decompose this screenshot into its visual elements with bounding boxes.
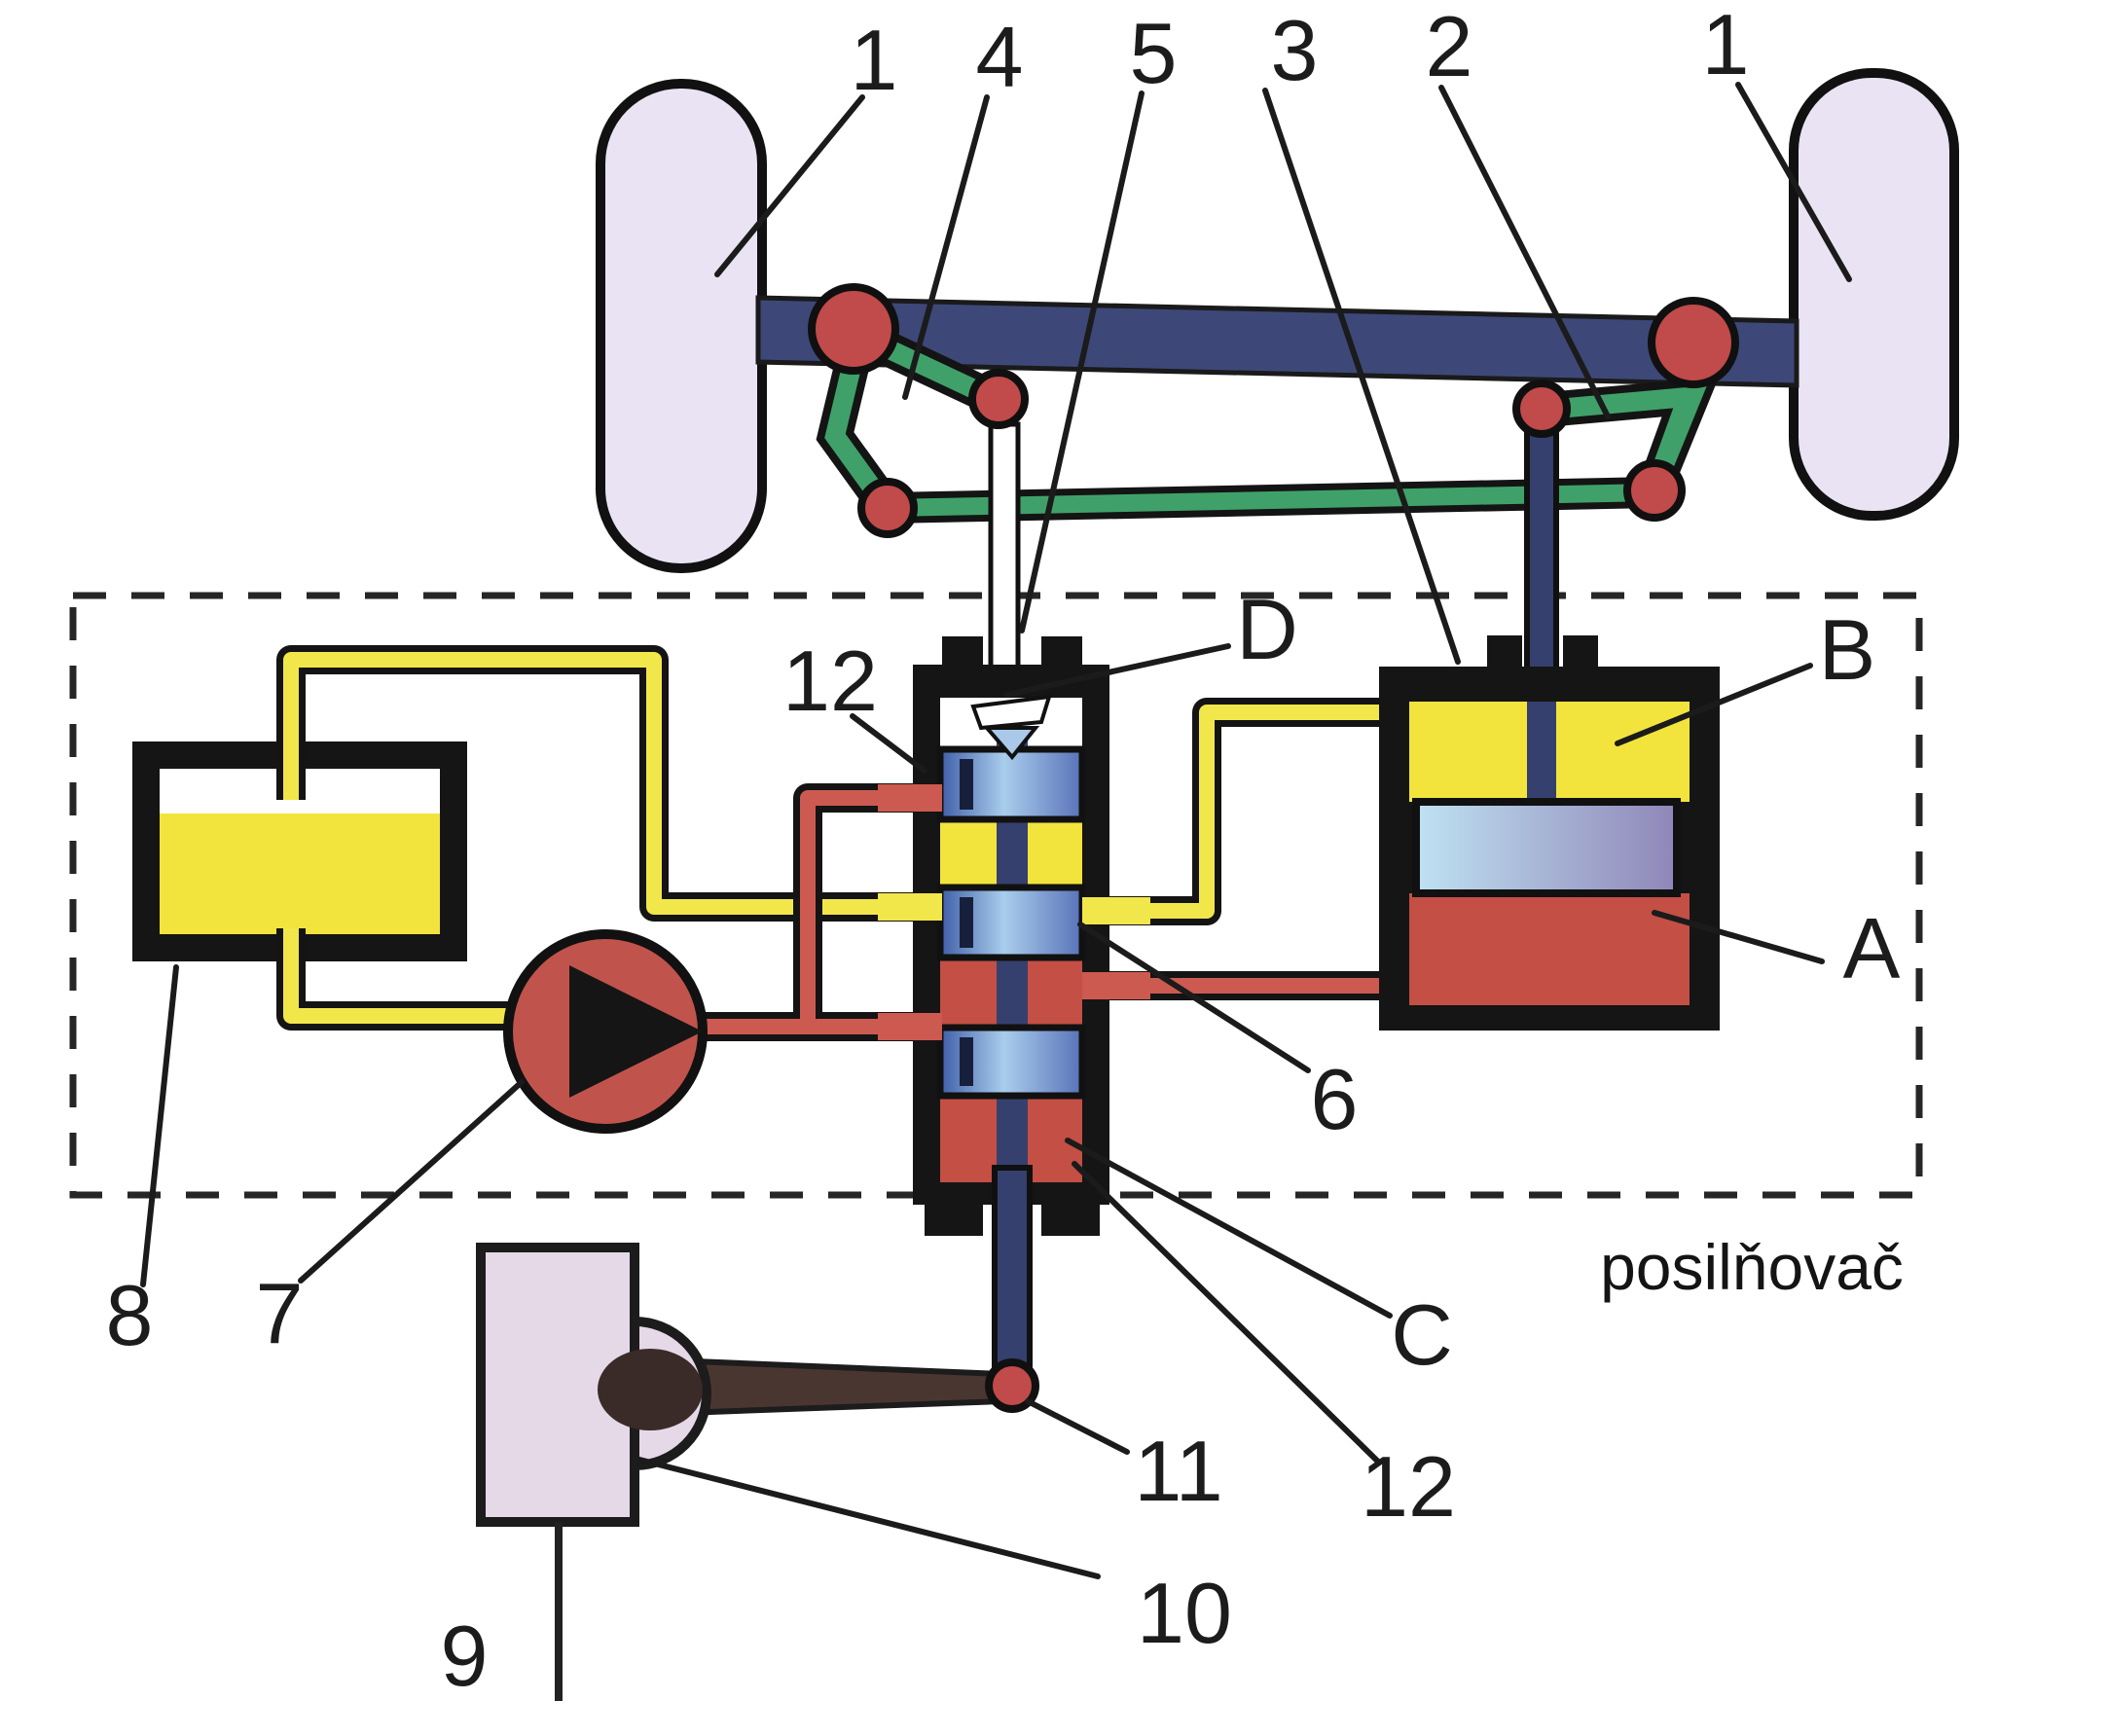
pitman-pivot [598, 1349, 703, 1430]
pump-flow-triangle-icon [569, 965, 703, 1098]
leader-input-rod [1019, 90, 1145, 633]
leader-cylinder [1262, 88, 1461, 665]
spool-land-1-groove [960, 759, 973, 810]
right-axle-joint [1648, 297, 1739, 388]
leader-sleeve-bottom [1072, 1161, 1381, 1465]
leader-sleeve-top [850, 713, 927, 774]
track-rod-right-joint [1623, 459, 1686, 522]
pump [503, 929, 708, 1134]
leader-chamber-d [1003, 643, 1231, 698]
leader-wheel-left [714, 94, 865, 277]
leader-chamber-a [1652, 910, 1825, 964]
spool-land-2-groove [960, 897, 973, 948]
label-chamber-a: A [1843, 900, 1901, 996]
label-sleeve-top: 12 [782, 633, 878, 729]
valve-input-rod [988, 421, 1021, 688]
port-to-chamber-a [1082, 972, 1150, 999]
leader-steering-gear [636, 1457, 1101, 1579]
leader-chamber-b [1615, 663, 1813, 746]
label-pitman-arm: 11 [1134, 1423, 1222, 1519]
piston-rod-inside [1527, 702, 1556, 809]
port-return [878, 893, 942, 921]
valve-top-lug-right [1041, 636, 1082, 669]
piston-rod-joint [1512, 380, 1571, 438]
left-axle-joint [808, 283, 899, 375]
cylinder-piston [1412, 798, 1681, 897]
label-reservoir: 8 [106, 1267, 154, 1363]
leader-lines [140, 82, 1852, 1579]
label-wheel-right: 1 [1702, 0, 1750, 92]
cylinder-chamber-a [1409, 893, 1690, 1005]
label-chamber-b: B [1819, 601, 1876, 698]
port-pressure-lower [878, 1013, 942, 1040]
label-input-rod: 5 [1130, 5, 1178, 101]
spool-land-3-groove [960, 1037, 973, 1086]
power-cylinder [1379, 635, 1720, 1031]
port-pressure-upper [878, 784, 942, 812]
left-wheel [596, 79, 767, 573]
linkage-joints [808, 283, 1739, 538]
label-wheel-left: 1 [851, 12, 898, 108]
axle-beam [755, 295, 1799, 388]
return-pipe [283, 652, 934, 915]
callout-labels: 1 4 5 3 2 1 12 D B A 6 8 7 9 11 10 C 12 … [106, 0, 1904, 1704]
leader-pitman-arm [1025, 1398, 1130, 1455]
label-cylinder: 3 [1271, 2, 1319, 98]
leader-port-6 [1077, 922, 1311, 1073]
reservoir-fluid [160, 814, 440, 934]
spool-top-wedge [982, 726, 1040, 761]
control-valve [878, 636, 1150, 1236]
leader-reservoir [140, 964, 179, 1287]
leader-knuckle-right [1438, 85, 1611, 419]
label-chamber-d: D [1236, 581, 1298, 677]
leader-pump [298, 1079, 525, 1284]
steering-gear-unit [476, 1243, 1039, 1701]
label-port-6: 6 [1311, 1051, 1359, 1147]
label-chamber-c: C [1391, 1286, 1453, 1383]
cylinder-lug-right [1563, 635, 1598, 669]
valve-top-lug-left [942, 636, 983, 669]
label-knuckle-right: 2 [1426, 0, 1473, 94]
pitman-ball-joint [985, 1358, 1039, 1413]
track-rod-left-joint [857, 478, 918, 538]
cylinder-lug-left [1487, 635, 1522, 669]
leader-kingpin [902, 94, 990, 400]
suction-pipe [283, 928, 564, 1024]
spool-top-slot [970, 694, 1052, 731]
port-to-chamber-b [1082, 897, 1150, 924]
leader-wheel-right [1735, 82, 1852, 282]
valve-foot-right [1041, 1205, 1100, 1236]
right-wheel [1789, 68, 1959, 521]
label-column: 9 [441, 1608, 489, 1704]
valve-foot-left [925, 1205, 983, 1236]
valve-actuating-rod [992, 1165, 1033, 1385]
leader-chamber-c [1065, 1138, 1393, 1319]
label-sleeve-bottom: 12 [1361, 1438, 1456, 1535]
input-rod-joint [968, 369, 1029, 429]
label-pump: 7 [256, 1265, 304, 1361]
diagram-caption: posilňovač [1600, 1231, 1904, 1303]
label-kingpin: 4 [976, 9, 1024, 105]
label-steering-gear: 10 [1137, 1565, 1232, 1661]
